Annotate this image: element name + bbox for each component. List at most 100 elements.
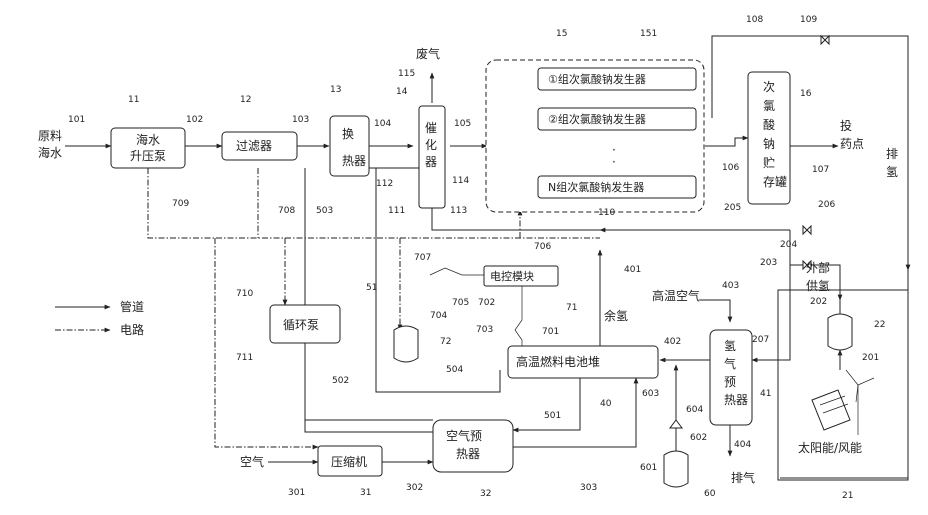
ref-21: 21	[842, 491, 853, 501]
ref-601: 601	[640, 463, 657, 473]
gas-bottle-60[interactable]	[664, 451, 688, 487]
ref-703: 703	[476, 325, 493, 335]
switch-701-703	[515, 285, 522, 350]
external-storage-22[interactable]	[828, 314, 852, 350]
ref-115: 115	[398, 69, 415, 79]
ref-105: 105	[454, 119, 471, 129]
label-fuel-cell: 高温燃料电池堆	[516, 354, 600, 369]
label-exhaust: 排气	[731, 470, 755, 485]
ref-710: 710	[236, 289, 253, 299]
label-air-preheater-2: 热器	[456, 447, 480, 461]
ref-104: 104	[374, 119, 391, 129]
ref-711: 711	[236, 353, 253, 363]
solar-wind-icon	[812, 370, 874, 435]
ref-202: 202	[810, 297, 827, 307]
label-generator-n: N组次氯酸钠发生器	[548, 180, 644, 194]
valve-205[interactable]	[803, 226, 811, 234]
ref-103: 103	[292, 115, 309, 125]
ref-106: 106	[722, 163, 739, 173]
label-solar-wind: 太阳能/风能	[798, 440, 862, 455]
ref-504: 504	[446, 365, 463, 375]
ref-71: 71	[566, 303, 577, 313]
ref-303: 303	[580, 483, 597, 493]
label-hx-1: 换	[342, 127, 354, 141]
ref-203: 203	[760, 258, 777, 268]
ref-503: 503	[316, 206, 333, 216]
ref-706: 706	[534, 242, 551, 252]
label-catalyst-3: 器	[425, 155, 437, 169]
ref-206: 206	[818, 200, 835, 210]
pipe-106	[705, 138, 748, 146]
ref-101: 101	[68, 115, 85, 125]
ref-41: 41	[760, 389, 771, 399]
ref-32: 32	[480, 489, 491, 499]
ref-60: 60	[704, 489, 716, 499]
switch-705	[430, 268, 484, 275]
ref-401: 401	[624, 265, 641, 275]
label-dosing-1: 投	[840, 118, 852, 133]
label-hydrogen-discharge-2: 氢	[886, 164, 898, 179]
ref-201: 201	[862, 353, 879, 363]
ref-402: 402	[664, 337, 681, 347]
ref-113: 113	[450, 206, 467, 216]
ref-72: 72	[440, 337, 451, 347]
ref-22: 22	[874, 320, 885, 330]
ref-16: 16	[800, 89, 812, 99]
label-residual-hydrogen: 余氢	[604, 308, 628, 323]
label-pump-1: 海水	[136, 132, 160, 147]
label-catalyst-1: 催	[425, 121, 437, 135]
ref-31: 31	[360, 488, 371, 498]
ref-107: 107	[812, 165, 829, 175]
ref-602: 602	[690, 433, 707, 443]
label-storage-3: 酸	[763, 117, 775, 132]
ref-403: 403	[722, 281, 739, 291]
legend: 管道 电路	[55, 299, 144, 337]
label-filter: 过滤器	[236, 139, 272, 153]
ref-604: 604	[686, 405, 703, 415]
ref-205: 205	[724, 203, 741, 213]
label-generator-1: ①组次氯酸钠发生器	[548, 72, 646, 86]
label-hydrogen-discharge-1: 排	[886, 147, 898, 161]
label-air-preheater-1: 空气预	[446, 428, 482, 443]
label-storage-2: 氯	[763, 99, 775, 113]
label-storage-5: 贮	[763, 155, 775, 170]
label-h2-preheater-2: 气	[724, 356, 736, 371]
label-h2-preheater-1: 氢	[724, 338, 736, 353]
label-compressor: 压缩机	[331, 454, 367, 469]
valve-109[interactable]	[821, 36, 829, 44]
pipe-303	[513, 378, 636, 447]
ref-501: 501	[544, 411, 561, 421]
ref-111: 111	[388, 206, 405, 216]
label-h2-preheater-3: 预	[724, 375, 736, 389]
label-circulation-pump: 循环泵	[283, 318, 319, 332]
ref-302: 302	[406, 483, 423, 493]
ref-51: 51	[366, 283, 377, 293]
ref-709: 709	[172, 199, 189, 209]
label-raw-seawater-2: 海水	[38, 145, 62, 160]
ref-502: 502	[332, 376, 349, 386]
ref-207: 207	[752, 335, 769, 345]
ref-151: 151	[640, 29, 657, 39]
label-external-supply-2: 供氢	[806, 278, 830, 293]
label-catalyst-2: 化	[425, 138, 437, 152]
legend-pipe-label: 管道	[120, 299, 144, 314]
ref-705: 705	[452, 298, 469, 308]
ref-112: 112	[376, 179, 393, 189]
ref-114: 114	[452, 176, 469, 186]
gas-bottle-72[interactable]	[394, 326, 418, 362]
label-storage-1: 次	[763, 80, 775, 94]
pipe-501	[513, 378, 580, 430]
ref-13: 13	[330, 85, 341, 95]
label-dosing-2: 药点	[840, 137, 864, 151]
label-control-module: 电控模块	[490, 269, 534, 283]
ref-12: 12	[240, 95, 251, 105]
label-air: 空气	[240, 454, 264, 469]
ref-301: 301	[288, 488, 305, 498]
ref-108: 108	[746, 15, 763, 25]
valve-602[interactable]	[670, 420, 682, 428]
air-preheater[interactable]	[433, 420, 513, 472]
label-storage-6: 存罐	[763, 175, 787, 189]
label-storage-4: 钠	[763, 136, 775, 151]
ref-701: 701	[542, 327, 559, 337]
